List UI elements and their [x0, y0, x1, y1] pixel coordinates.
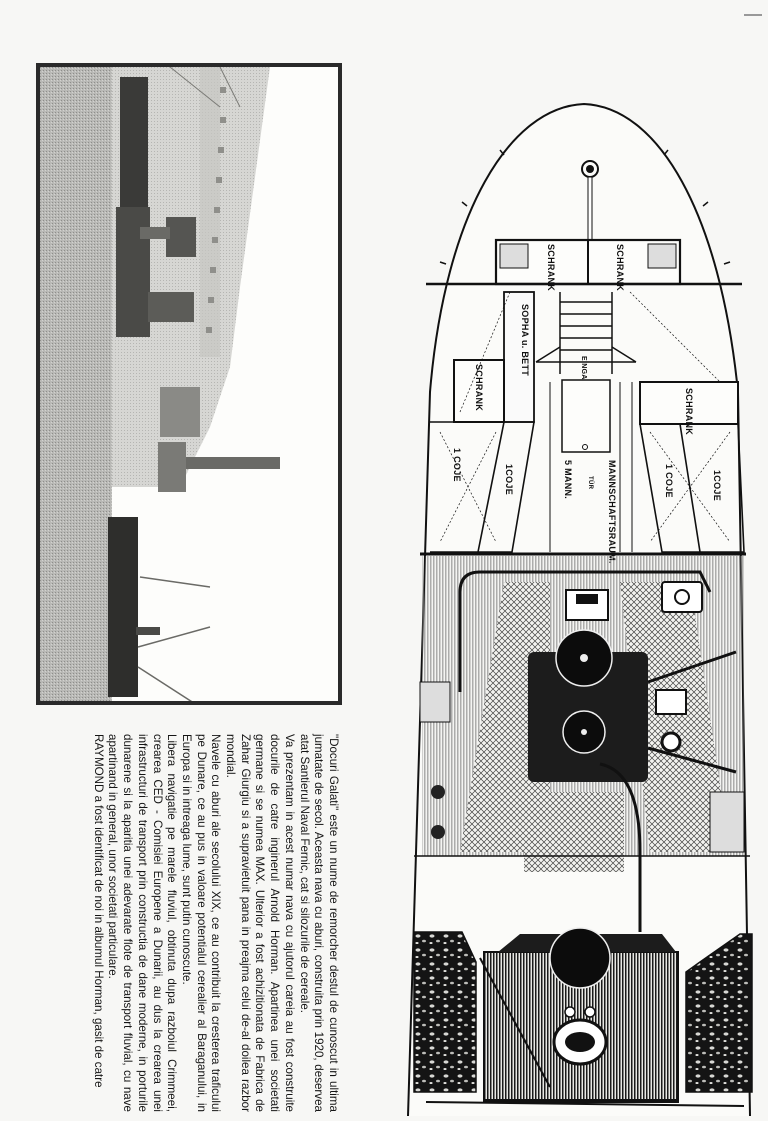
label-coje-3: 1 COJE: [664, 464, 674, 498]
label-mannschaftsraum: MANNSCHAFTSRAUM.: [607, 460, 617, 564]
label-coje-2: 1COJE: [504, 464, 514, 495]
article-paragraph-5: RAYMOND a fost identificat de noi in alb…: [91, 734, 105, 1088]
coal-bunker-left: [413, 931, 477, 1093]
article-paragraph-3: Navele cu aburi ale secolului XIX, ce au…: [179, 734, 223, 1112]
label-schrank-fwd-right: SCHRANK: [615, 244, 625, 291]
label-sofa: SOPHA u. BETT: [520, 304, 530, 376]
boiler-dome-icon: [549, 927, 611, 989]
label-schrank-mid-left: SCHRANK: [474, 364, 484, 411]
coal-bunker-right: [685, 933, 753, 1093]
scan-mark: [744, 14, 762, 16]
article-paragraph-1: "Docuri Galati" este un nume de remorche…: [297, 734, 340, 1112]
tug-deck-plan-diagram: SCHRANK SCHRANK SOPHA u. BETT EINGANG SC…: [400, 92, 768, 1117]
label-tur: TÜR: [587, 476, 594, 490]
label-5-mann: 5 MANN.: [563, 460, 573, 499]
article-paragraph-4: Libera navigatie pe marele fluviul, obti…: [106, 734, 179, 1112]
article-text: "Docuri Galati" este un nume de remorche…: [44, 734, 340, 1112]
label-schrank-mid-right: SCHRANK: [684, 388, 694, 435]
label-coje-4: 1COJE: [712, 470, 722, 501]
label-eingang: EINGANG: [580, 356, 587, 391]
label-schrank-fwd-left: SCHRANK: [546, 244, 556, 291]
historic-photo: [36, 63, 342, 705]
port-photo-image: [40, 67, 280, 701]
label-coje-1: 1 COJE: [452, 448, 462, 482]
article-paragraph-2: Va prezentam in acest numar nava cu ajut…: [224, 734, 296, 1112]
